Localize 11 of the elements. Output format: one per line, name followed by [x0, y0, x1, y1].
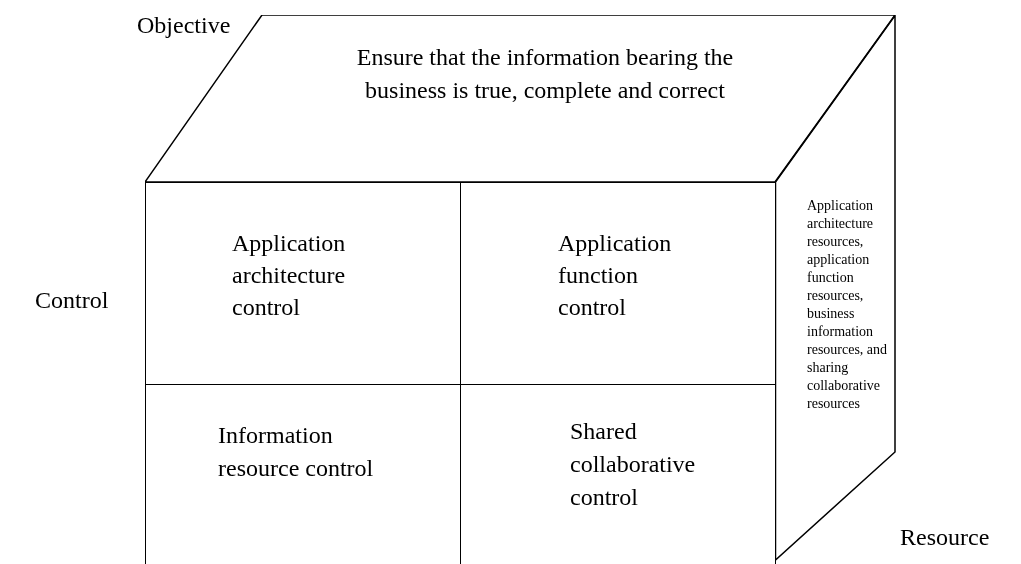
- node-text: Application function control: [558, 229, 673, 322]
- axis-label: Objective: [137, 11, 231, 40]
- face-shape: [775, 15, 896, 564]
- node-text: Information resource control: [218, 421, 375, 483]
- node-text: Shared collaborative control: [570, 417, 697, 512]
- node-text: Application architecture resources, application function resources, business information resources, and sharing collaborative resources: [807, 197, 889, 413]
- node-text: Ensure that the information bearing the business is true, complete and correct: [355, 43, 735, 105]
- grid-cell: [145, 182, 461, 385]
- axis-label: Resource: [900, 523, 990, 552]
- axis-label: Control: [35, 286, 109, 315]
- node-text: Application architecture control: [232, 229, 347, 322]
